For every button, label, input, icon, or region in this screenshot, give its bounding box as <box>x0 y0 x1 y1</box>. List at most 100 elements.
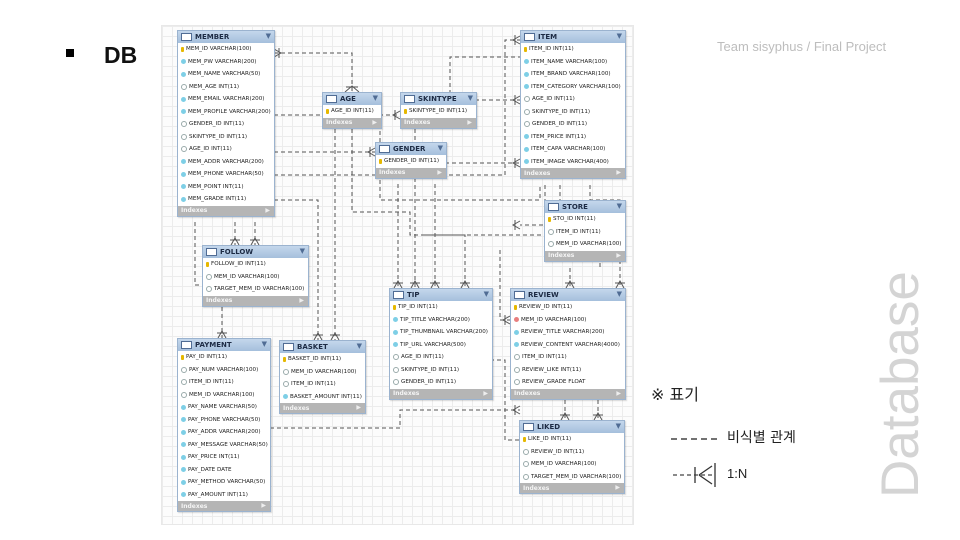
column-row[interactable]: STO_ID INT(11) <box>545 213 625 226</box>
column-row[interactable]: PAY_PHONE VARCHAR(50) <box>178 414 270 427</box>
column-row[interactable]: REVIEW_LIKE INT(11) <box>511 364 625 377</box>
collapse-arrow-icon[interactable]: ▼ <box>372 94 378 102</box>
column-row[interactable]: SKINTYPE_ID INT(11) <box>401 105 476 118</box>
column-row[interactable]: ITEM_CAPA VARCHAR(100) <box>521 143 625 156</box>
column-row[interactable]: PAY_ADDR VARCHAR(200) <box>178 426 270 439</box>
table-header[interactable]: ITEM▼ <box>521 31 625 43</box>
column-row[interactable]: BASKET_ID INT(11) <box>280 353 365 366</box>
collapse-arrow-icon[interactable]: ▼ <box>616 202 622 210</box>
column-row[interactable]: MEM_ID VARCHAR(100) <box>520 458 624 471</box>
column-row[interactable]: ITEM_IMAGE VARCHAR(400) <box>521 156 625 169</box>
column-row[interactable]: MEM_ID VARCHAR(100) <box>280 366 365 379</box>
column-row[interactable]: PAY_DATE DATE <box>178 464 270 477</box>
column-row[interactable]: AGE_ID INT(11) <box>178 143 274 156</box>
column-row[interactable]: ITEM_NAME VARCHAR(100) <box>521 56 625 69</box>
table-header[interactable]: MEMBER▼ <box>178 31 274 43</box>
column-row[interactable]: MEM_PW VARCHAR(200) <box>178 56 274 69</box>
column-row[interactable]: REVIEW_TITLE VARCHAR(200) <box>511 326 625 339</box>
table-member[interactable]: MEMBER▼MEM_ID VARCHAR(100)MEM_PW VARCHAR… <box>177 30 275 217</box>
indexes-footer[interactable]: Indexes▶ <box>545 250 625 261</box>
expand-arrow-icon[interactable]: ▶ <box>261 502 266 509</box>
column-row[interactable]: MEM_NAME VARCHAR(50) <box>178 68 274 81</box>
column-row[interactable]: BASKET_AMOUNT INT(11) <box>280 391 365 404</box>
column-row[interactable]: GENDER_ID INT(11) <box>178 118 274 131</box>
table-follow[interactable]: FOLLOW▼FOLLOW_ID INT(11)MEM_ID VARCHAR(1… <box>202 245 309 307</box>
column-row[interactable]: REVIEW_CONTENT VARCHAR(4000) <box>511 339 625 352</box>
column-row[interactable]: TIP_URL VARCHAR(500) <box>390 339 492 352</box>
column-row[interactable]: TARGET_MEM_ID VARCHAR(100) <box>203 283 308 296</box>
table-header[interactable]: BASKET▼ <box>280 341 365 353</box>
column-row[interactable]: PAY_AMOUNT INT(11) <box>178 489 270 502</box>
table-basket[interactable]: BASKET▼BASKET_ID INT(11)MEM_ID VARCHAR(1… <box>279 340 366 414</box>
column-row[interactable]: GENDER_ID INT(11) <box>376 155 446 168</box>
column-row[interactable]: TARGET_MEM_ID VARCHAR(100) <box>520 471 624 484</box>
expand-arrow-icon[interactable]: ▶ <box>356 404 361 411</box>
column-row[interactable]: MEM_PROFILE VARCHAR(200) <box>178 106 274 119</box>
column-row[interactable]: AGE_ID INT(11) <box>390 351 492 364</box>
column-row[interactable]: MEM_POINT INT(11) <box>178 181 274 194</box>
collapse-arrow-icon[interactable]: ▼ <box>467 94 473 102</box>
indexes-footer[interactable]: Indexes▶ <box>280 403 365 413</box>
column-row[interactable]: AGE_ID INT(11) <box>323 105 381 118</box>
column-row[interactable]: TIP_ID INT(11) <box>390 301 492 314</box>
column-row[interactable]: MEM_EMAIL VARCHAR(200) <box>178 93 274 106</box>
table-store[interactable]: STORE▼STO_ID INT(11)ITEM_ID INT(11)MEM_I… <box>544 200 626 262</box>
column-row[interactable]: TIP_TITLE VARCHAR(200) <box>390 314 492 327</box>
column-row[interactable]: MEM_ID VARCHAR(100) <box>511 314 625 327</box>
expand-arrow-icon[interactable]: ▶ <box>615 484 620 491</box>
expand-arrow-icon[interactable]: ▶ <box>616 389 621 397</box>
indexes-footer[interactable]: Indexes▶ <box>323 117 381 128</box>
table-header[interactable]: GENDER▼ <box>376 143 446 155</box>
expand-arrow-icon[interactable]: ▶ <box>372 118 377 126</box>
table-skintype[interactable]: SKINTYPE▼SKINTYPE_ID INT(11)Indexes▶ <box>400 92 477 129</box>
collapse-arrow-icon[interactable]: ▼ <box>616 290 622 298</box>
collapse-arrow-icon[interactable]: ▼ <box>437 144 443 152</box>
column-row[interactable]: PAY_NUM VARCHAR(100) <box>178 364 270 377</box>
table-age[interactable]: AGE▼AGE_ID INT(11)Indexes▶ <box>322 92 382 129</box>
collapse-arrow-icon[interactable]: ▼ <box>261 340 267 348</box>
column-row[interactable]: MEM_PHONE VARCHAR(50) <box>178 168 274 181</box>
expand-arrow-icon[interactable]: ▶ <box>265 206 270 214</box>
table-header[interactable]: REVIEW▼ <box>511 289 625 301</box>
column-row[interactable]: MEM_ADDR VARCHAR(200) <box>178 156 274 169</box>
indexes-footer[interactable]: Indexes▶ <box>178 501 270 511</box>
column-row[interactable]: ITEM_ID INT(11) <box>545 226 625 239</box>
indexes-footer[interactable]: Indexes▶ <box>203 295 308 306</box>
collapse-arrow-icon[interactable]: ▼ <box>616 32 622 40</box>
table-header[interactable]: STORE▼ <box>545 201 625 213</box>
column-row[interactable]: ITEM_BRAND VARCHAR(100) <box>521 68 625 81</box>
column-row[interactable]: MEM_ID VARCHAR(100) <box>203 271 308 284</box>
indexes-footer[interactable]: Indexes▶ <box>178 205 274 216</box>
column-row[interactable]: MEM_AGE INT(11) <box>178 81 274 94</box>
column-row[interactable]: FOLLOW_ID INT(11) <box>203 258 308 271</box>
column-row[interactable]: PAY_MESSAGE VARCHAR(50) <box>178 439 270 452</box>
expand-arrow-icon[interactable]: ▶ <box>437 168 442 176</box>
expand-arrow-icon[interactable]: ▶ <box>467 118 472 126</box>
table-tip[interactable]: TIP▼TIP_ID INT(11)TIP_TITLE VARCHAR(200)… <box>389 288 493 400</box>
collapse-arrow-icon[interactable]: ▼ <box>299 247 305 255</box>
expand-arrow-icon[interactable]: ▶ <box>299 296 304 304</box>
column-row[interactable]: SKINTYPE_ID INT(11) <box>521 106 625 119</box>
collapse-arrow-icon[interactable]: ▼ <box>483 290 489 298</box>
column-row[interactable]: ITEM_ID INT(11) <box>178 376 270 389</box>
collapse-arrow-icon[interactable]: ▼ <box>356 342 362 350</box>
table-gender[interactable]: GENDER▼GENDER_ID INT(11)Indexes▶ <box>375 142 447 179</box>
expand-arrow-icon[interactable]: ▶ <box>616 169 621 176</box>
table-header[interactable]: PAYMENT▼ <box>178 339 270 351</box>
column-row[interactable]: AGE_ID INT(11) <box>521 93 625 106</box>
column-row[interactable]: MEM_GRADE INT(11) <box>178 193 274 206</box>
indexes-footer[interactable]: Indexes▶ <box>511 388 625 399</box>
column-row[interactable]: ITEM_ID INT(11) <box>521 43 625 56</box>
indexes-footer[interactable]: Indexes▶ <box>520 483 624 493</box>
indexes-footer[interactable]: Indexes▶ <box>376 167 446 178</box>
column-row[interactable]: GENDER_ID INT(11) <box>390 376 492 389</box>
column-row[interactable]: MEM_ID VARCHAR(100) <box>178 43 274 56</box>
table-header[interactable]: FOLLOW▼ <box>203 246 308 258</box>
table-payment[interactable]: PAYMENT▼PAY_ID INT(11)PAY_NUM VARCHAR(10… <box>177 338 271 512</box>
table-header[interactable]: LIKED▼ <box>520 421 624 433</box>
column-row[interactable]: LIKE_ID INT(11) <box>520 433 624 446</box>
collapse-arrow-icon[interactable]: ▼ <box>265 32 271 40</box>
column-row[interactable]: PAY_ID INT(11) <box>178 351 270 364</box>
indexes-footer[interactable]: Indexes▶ <box>401 117 476 128</box>
indexes-footer[interactable]: Indexes▶ <box>521 168 625 178</box>
